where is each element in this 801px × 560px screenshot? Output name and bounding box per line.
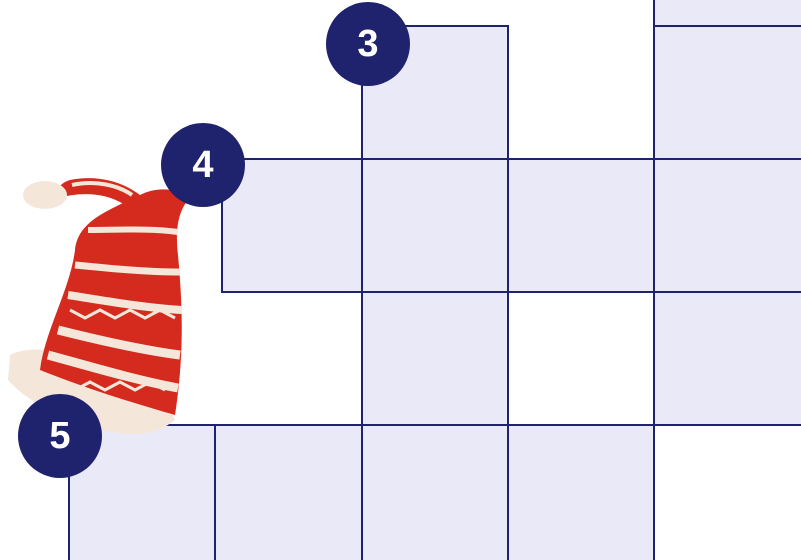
clue-number-badge: 3: [326, 2, 410, 86]
crossword-cell[interactable]: [361, 158, 509, 293]
crossword-cell[interactable]: [653, 25, 801, 160]
clue-number-badge: 5: [18, 394, 102, 478]
crossword-cell[interactable]: [507, 424, 655, 560]
crossword-cell[interactable]: [653, 158, 801, 293]
clue-number-badge: 4: [161, 123, 245, 207]
clue-number-text: 5: [49, 415, 70, 458]
crossword-cell[interactable]: [653, 0, 801, 27]
clue-number-text: 3: [357, 23, 378, 66]
crossword-cell[interactable]: [653, 291, 801, 426]
santa-hat-icon: [0, 150, 200, 440]
clue-number-text: 4: [192, 144, 213, 187]
crossword-cell[interactable]: [361, 291, 509, 426]
crossword-cell[interactable]: [214, 424, 363, 560]
crossword-cell[interactable]: [507, 158, 655, 293]
crossword-cell[interactable]: [361, 424, 509, 560]
